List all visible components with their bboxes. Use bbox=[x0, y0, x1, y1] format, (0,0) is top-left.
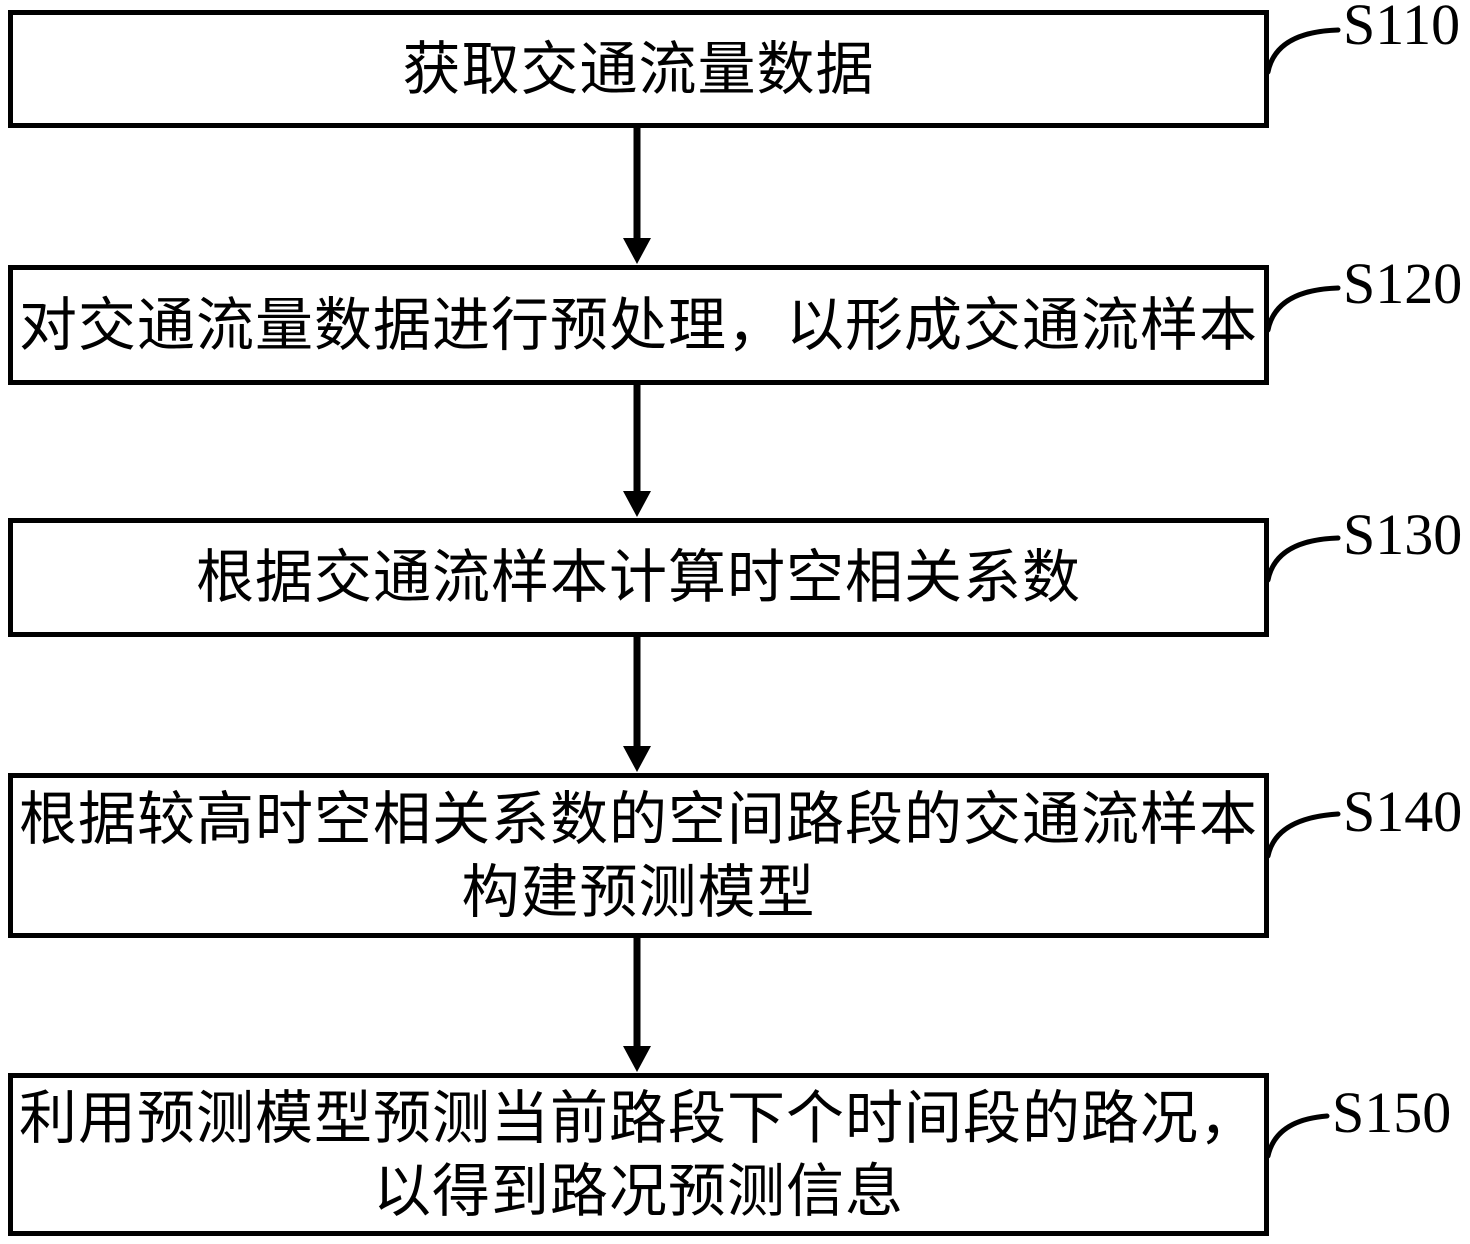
text-line: 根据交通流样本计算时空相关系数 bbox=[195, 543, 1081, 611]
down-arrow-1 bbox=[623, 126, 651, 264]
step-label-s120: S120 bbox=[1343, 251, 1462, 316]
label-connector-s150 bbox=[1265, 1113, 1330, 1159]
label-connector-s140 bbox=[1265, 811, 1341, 859]
step-label-s140: S140 bbox=[1343, 779, 1462, 844]
down-arrow-4 bbox=[623, 936, 651, 1072]
text-line: 利用预测模型预测当前路段下个时间段的路况， bbox=[18, 1083, 1258, 1152]
flow-box-s140-text: 根据较高时空相关系数的空间路段的交通流样本 构建预测模型 bbox=[19, 783, 1258, 929]
flow-box-s120: 对交通流量数据进行预处理，以形成交通流样本 bbox=[8, 265, 1269, 385]
text-line: 获取交通流量数据 bbox=[402, 34, 875, 103]
down-arrow-3 bbox=[623, 635, 651, 772]
text-line: 根据较高时空相关系数的空间路段的交通流样本 bbox=[18, 784, 1258, 853]
step-label-s110: S110 bbox=[1343, 0, 1460, 57]
label-connector-s110 bbox=[1265, 27, 1341, 75]
flow-box-s140: 根据较高时空相关系数的空间路段的交通流样本 构建预测模型 bbox=[8, 773, 1269, 938]
text-line: 对交通流量数据进行预处理，以形成交通流样本 bbox=[18, 290, 1258, 359]
flow-box-s130: 根据交通流样本计算时空相关系数 bbox=[8, 518, 1269, 637]
text-line: 以得到路况预测信息 bbox=[372, 1156, 904, 1225]
down-arrow-2 bbox=[623, 383, 651, 517]
flow-box-s150-text: 利用预测模型预测当前路段下个时间段的路况， 以得到路况预测信息 bbox=[19, 1082, 1258, 1228]
label-connector-s130 bbox=[1265, 535, 1341, 583]
flow-box-s130-text: 根据交通流样本计算时空相关系数 bbox=[196, 541, 1081, 614]
flow-box-s110-text: 获取交通流量数据 bbox=[402, 33, 874, 106]
flow-box-s150: 利用预测模型预测当前路段下个时间段的路况， 以得到路况预测信息 bbox=[8, 1073, 1269, 1236]
flow-box-s120-text: 对交通流量数据进行预处理，以形成交通流样本 bbox=[19, 289, 1258, 362]
flow-box-s110: 获取交通流量数据 bbox=[8, 10, 1269, 128]
step-label-s130: S130 bbox=[1343, 502, 1462, 567]
text-line: 构建预测模型 bbox=[461, 857, 816, 926]
label-connector-s120 bbox=[1265, 285, 1341, 333]
step-label-s150: S150 bbox=[1332, 1080, 1451, 1145]
